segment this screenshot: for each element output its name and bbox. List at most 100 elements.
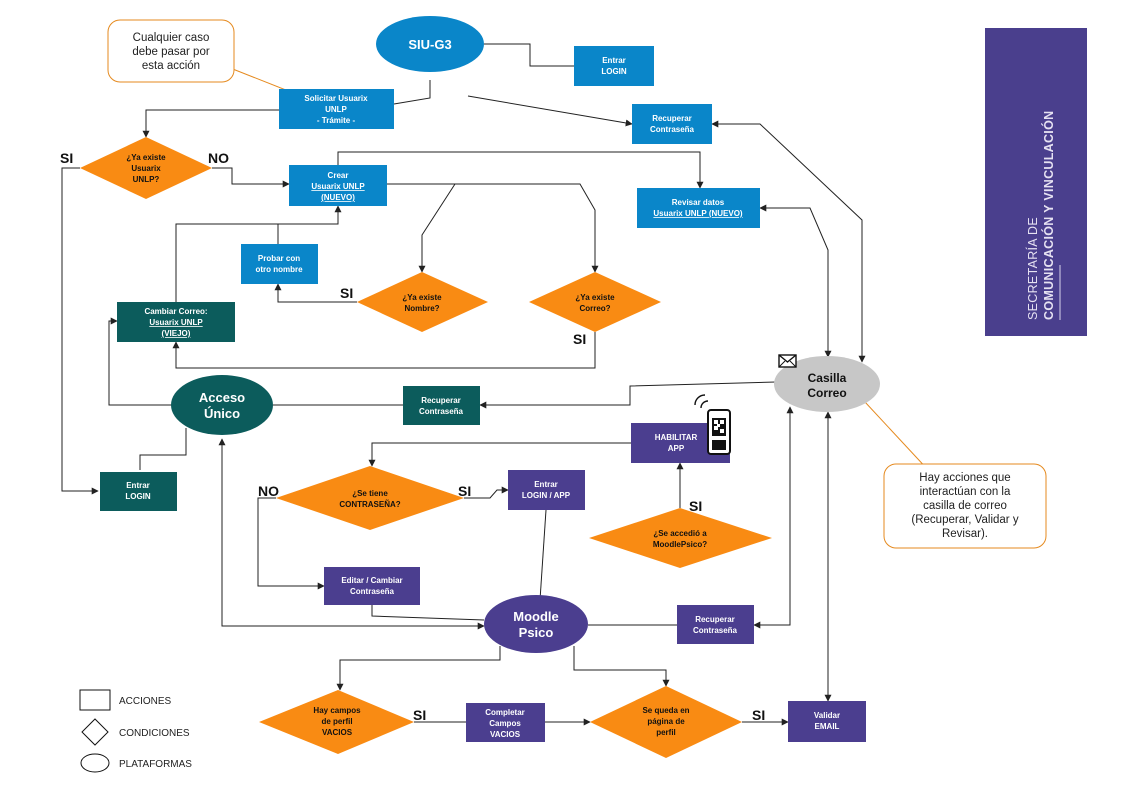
action-entrar-login-acceso[interactable]: Entrar LOGIN <box>100 472 177 511</box>
legend: ACCIONES CONDICIONES PLATAFORMAS <box>79 689 192 773</box>
cambiar-correo-label-2: Usuarix UNLP <box>149 318 203 327</box>
action-entrar-login-app[interactable]: Entrar LOGIN / APP <box>508 470 585 510</box>
existe-nombre-label-2: Nombre? <box>404 304 439 313</box>
label-si-usuarix: SI <box>60 150 73 166</box>
platform-siu[interactable]: SIU-G3 <box>376 16 484 72</box>
se-queda-label-3: perfil <box>656 728 676 737</box>
label-si-campos: SI <box>413 707 426 723</box>
validar-label-2: EMAIL <box>815 722 840 731</box>
condition-tiene-contrasena[interactable]: ¿Se tiene CONTRASEÑA? <box>276 466 464 530</box>
platform-moodle-psico[interactable]: Moodle Psico <box>484 595 588 653</box>
action-recuperar-moodle[interactable]: Recuperar Contraseña <box>677 605 754 644</box>
probar-label-1: Probar con <box>258 254 300 263</box>
existe-usuarix-label-3: UNLP? <box>133 175 160 184</box>
revisar-label-2: Usuarix UNLP (NUEVO) <box>653 209 743 218</box>
callout-top-line-3: esta acción <box>142 60 200 72</box>
entrar-login-app-label-2: LOGIN / APP <box>522 491 571 500</box>
condition-accedio-moodle[interactable]: ¿Se accedió a MoodlePsico? <box>589 508 772 568</box>
recuperar-acceso-label-2: Contraseña <box>419 407 464 416</box>
cambiar-correo-label-1: Cambiar Correo: <box>144 307 207 316</box>
condition-existe-correo[interactable]: ¿Ya existe Correo? <box>529 272 661 332</box>
crear-label-3: (NUEVO) <box>321 193 355 202</box>
action-entrar-login-siu[interactable]: Entrar LOGIN <box>574 46 654 86</box>
callout-right-line-1: Hay acciones que <box>919 472 1010 484</box>
existe-nombre-label-1: ¿Ya existe <box>402 293 442 302</box>
callout-right-line-3: casilla de correo <box>923 500 1007 512</box>
probar-label-2: otro nombre <box>255 265 303 274</box>
callout-right-line-2: interactúan con la <box>920 486 1011 498</box>
cambiar-correo-label-3: (VIEJO) <box>162 329 191 338</box>
solicitar-label-2: UNLP <box>325 105 347 114</box>
entrar-login-siu-label-1: Entrar <box>602 56 626 65</box>
entrar-login-acceso-label-2: LOGIN <box>125 492 151 501</box>
action-probar-nombre[interactable]: Probar con otro nombre <box>241 244 318 284</box>
condition-existe-nombre[interactable]: ¿Ya existe Nombre? <box>357 272 488 332</box>
legend-condiciones: CONDICIONES <box>119 728 190 739</box>
existe-correo-label-2: Correo? <box>579 304 610 313</box>
entrar-login-app-label-1: Entrar <box>534 480 558 489</box>
label-si-accedio: SI <box>689 498 702 514</box>
recuperar-acceso-label-1: Recuperar <box>421 396 461 405</box>
recuperar-siu-label-1: Recuperar <box>652 114 692 123</box>
platform-acceso-unico[interactable]: Acceso Único <box>171 375 273 435</box>
action-revisar-datos[interactable]: Revisar datos Usuarix UNLP (NUEVO) <box>637 188 760 228</box>
campos-vacios-label-2: de perfil <box>321 717 352 726</box>
label-no-contrasena: NO <box>258 483 279 499</box>
callout-top: Cualquier caso debe pasar por esta acció… <box>107 19 235 83</box>
tiene-contrasena-label-2: CONTRASEÑA? <box>339 500 400 509</box>
recuperar-siu-label-2: Contraseña <box>650 125 695 134</box>
platform-siu-label: SIU-G3 <box>408 37 451 52</box>
platform-casilla-label-1: Casilla <box>808 371 847 385</box>
platform-acceso-label-1: Acceso <box>199 390 245 405</box>
recuperar-moodle-label-1: Recuperar <box>695 615 735 624</box>
label-no-usuarix: NO <box>208 150 229 166</box>
completar-label-1: Completar <box>485 708 525 717</box>
label-si-nombre: SI <box>340 285 353 301</box>
crear-label-2: Usuarix UNLP <box>311 182 365 191</box>
recuperar-moodle-label-2: Contraseña <box>693 626 738 635</box>
platform-casilla-label-2: Correo <box>807 386 846 400</box>
accedio-label-1: ¿Se accedió a <box>653 529 707 538</box>
platform-moodle-label-2: Psico <box>519 625 554 640</box>
label-si-queda: SI <box>752 707 765 723</box>
platform-casilla-correo[interactable]: Casilla Correo <box>774 356 880 412</box>
editar-label-1: Editar / Cambiar <box>341 576 402 585</box>
campos-vacios-label-3: VACIOS <box>322 728 353 737</box>
callout-right-line-4: (Recuperar, Validar y <box>911 514 1018 526</box>
solicitar-label-3: - Trámite - <box>317 116 356 125</box>
callout-top-line-2: debe pasar por <box>132 46 210 58</box>
se-queda-label-1: Se queda en <box>642 706 689 715</box>
callout-right: Hay acciones que interactúan con la casi… <box>883 463 1047 549</box>
label-si-contrasena: SI <box>458 483 471 499</box>
legend-acciones: ACCIONES <box>119 696 172 707</box>
action-completar-campos[interactable]: Completar Campos VACIOS <box>466 703 545 742</box>
action-solicitar-usuarix[interactable]: Solicitar Usuarix UNLP - Trámite - <box>279 89 394 129</box>
phone-qr-icon <box>694 394 731 455</box>
action-editar-contrasena[interactable]: Editar / Cambiar Contraseña <box>324 567 420 605</box>
side-panel-line-1: SECRETARÍA DE <box>1025 217 1040 320</box>
action-crear-usuarix[interactable]: Crear Usuarix UNLP (NUEVO) <box>289 165 387 206</box>
action-recuperar-acceso[interactable]: Recuperar Contraseña <box>403 386 480 425</box>
revisar-label-1: Revisar datos <box>672 198 725 207</box>
side-panel-line-2: COMUNICACIÓN Y VINCULACIÓN <box>1041 111 1056 320</box>
callout-top-line-1: Cualquier caso <box>133 32 210 44</box>
existe-usuarix-label-2: Usuarix <box>131 164 161 173</box>
envelope-icon <box>778 354 797 368</box>
action-validar-email[interactable]: Validar EMAIL <box>788 701 866 742</box>
platform-moodle-label-1: Moodle <box>513 609 559 624</box>
crear-label-1: Crear <box>328 171 349 180</box>
legend-plataformas: PLATAFORMAS <box>119 759 192 770</box>
side-panel: SECRETARÍA DE COMUNICACIÓN Y VINCULACIÓN <box>985 28 1087 336</box>
campos-vacios-label-1: Hay campos <box>313 706 361 715</box>
se-queda-label-2: página de <box>647 717 685 726</box>
existe-usuarix-label-1: ¿Ya existe <box>126 153 166 162</box>
editar-label-2: Contraseña <box>350 587 395 596</box>
action-cambiar-correo[interactable]: Cambiar Correo: Usuarix UNLP (VIEJO) <box>117 302 235 342</box>
action-recuperar-siu[interactable]: Recuperar Contraseña <box>632 104 712 144</box>
condition-se-queda-perfil[interactable]: Se queda en página de perfil <box>590 686 742 758</box>
condition-existe-usuarix[interactable]: ¿Ya existe Usuarix UNLP? <box>80 137 212 199</box>
condition-campos-vacios[interactable]: Hay campos de perfil VACIOS <box>259 690 414 754</box>
habilitar-label-1: HABILITAR <box>655 433 698 442</box>
callout-right-line-5: Revisar). <box>942 528 988 540</box>
